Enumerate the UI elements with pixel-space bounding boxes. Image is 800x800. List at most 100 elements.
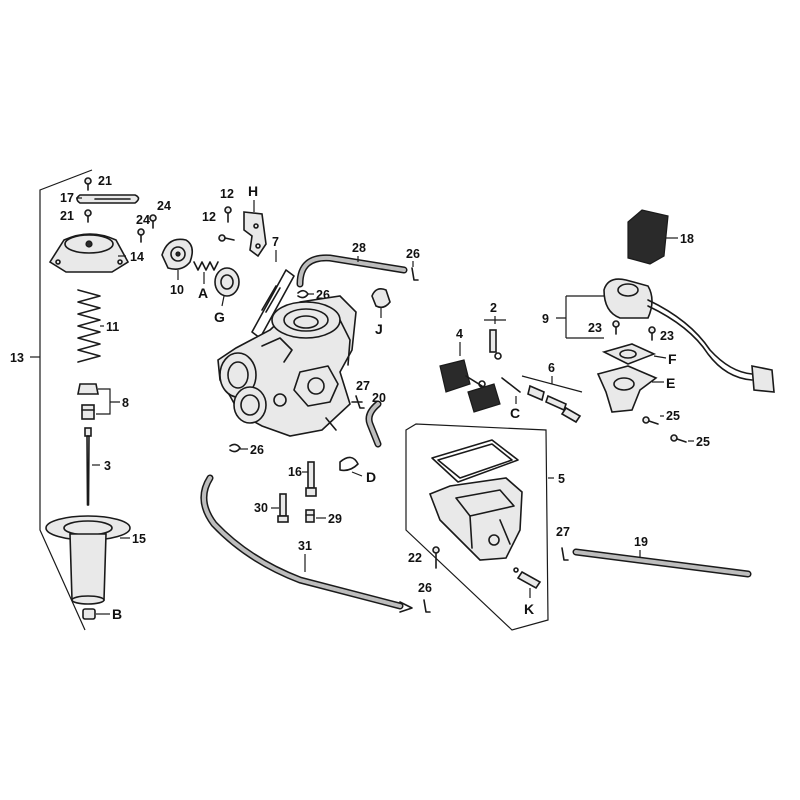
part-4-float	[439, 359, 501, 413]
leader-8	[96, 388, 120, 415]
label-16: 16	[288, 465, 302, 479]
part-G-cap	[214, 267, 240, 297]
part-19-overflow-tube	[572, 548, 752, 578]
part-23-screw-b	[648, 326, 656, 341]
part-8-needle-holder	[77, 383, 99, 420]
part-23-screw-a	[612, 320, 620, 335]
label-12-a: 12	[220, 187, 234, 201]
label-24-b: 24	[136, 213, 150, 227]
part-E-choke-holder	[596, 365, 658, 413]
label-26-left: 26	[250, 443, 264, 457]
label-29: 29	[328, 512, 342, 526]
part-16-adjust-screw	[305, 461, 317, 497]
part-31-drain-tube	[200, 474, 413, 613]
part-24-screw-b	[137, 228, 145, 243]
part-27-clip-carb	[355, 395, 365, 409]
label-17: 17	[60, 191, 74, 205]
leader-6	[521, 375, 583, 393]
label-25-b: 25	[696, 435, 710, 449]
part-2-float-valve	[489, 329, 502, 360]
part-10-throttle-drum	[161, 238, 194, 270]
label-J: J	[375, 321, 383, 337]
label-13: 13	[10, 351, 24, 365]
label-22: 22	[408, 551, 422, 565]
part-18-boot-cover	[627, 209, 669, 265]
label-D: D	[366, 469, 376, 485]
part-26-clip-bottom	[423, 599, 431, 613]
label-23-b: 23	[660, 329, 674, 343]
label-A: A	[198, 285, 208, 301]
label-24-a: 24	[157, 199, 171, 213]
label-26-tube: 26	[406, 247, 420, 261]
label-H: H	[248, 183, 258, 199]
label-5: 5	[558, 472, 565, 486]
part-12-screw-a	[224, 206, 232, 223]
part-H-bracket	[243, 211, 267, 258]
part-11-spring	[77, 289, 101, 363]
part-B-plug	[82, 608, 96, 620]
part-20-hose	[365, 400, 382, 448]
leader-G	[221, 295, 225, 307]
label-B: B	[112, 606, 122, 622]
label-18: 18	[680, 232, 694, 246]
label-F: F	[668, 351, 677, 367]
label-20: 20	[372, 391, 386, 405]
part-26-clip-tube	[411, 267, 419, 281]
label-30: 30	[254, 501, 268, 515]
part-26-clip-top	[297, 289, 309, 299]
part-25-screw-a	[642, 416, 659, 425]
label-6: 6	[548, 361, 555, 375]
label-28: 28	[352, 241, 366, 255]
part-30-jet	[277, 493, 289, 523]
label-8: 8	[122, 396, 129, 410]
part-6-main-jet-set	[527, 384, 582, 424]
part-26-clip-left	[229, 443, 241, 453]
label-21-top: 21	[98, 174, 112, 188]
part-float-chamber-gasket	[431, 439, 519, 483]
part-C-tube	[501, 377, 521, 393]
label-7: 7	[272, 235, 279, 249]
part-22-screw	[432, 546, 440, 569]
part-21-screw-top	[84, 177, 92, 191]
part-25-screw-b	[670, 434, 687, 443]
label-27-carb: 27	[356, 379, 370, 393]
leader-2	[484, 316, 506, 324]
part-29-pilot-jet	[305, 509, 315, 523]
label-14: 14	[130, 250, 144, 264]
label-G: G	[214, 309, 225, 325]
group-13-bracket	[39, 169, 93, 631]
label-K: K	[524, 601, 534, 617]
label-23-a: 23	[588, 321, 602, 335]
label-25-a: 25	[666, 409, 680, 423]
label-9: 9	[542, 312, 549, 326]
group-5-bracket	[405, 423, 549, 631]
part-carburetor-body	[217, 295, 363, 437]
part-21-screw-bottom	[84, 209, 92, 223]
leader-9	[556, 295, 604, 339]
label-27-right: 27	[556, 525, 570, 539]
label-11: 11	[106, 320, 119, 334]
leader-F	[653, 355, 667, 359]
part-A-spring	[193, 261, 219, 271]
part-28-vent-tube	[296, 254, 408, 288]
part-3-jet-needle	[84, 427, 92, 506]
part-K-drain-screw	[513, 567, 542, 590]
label-E: E	[666, 375, 675, 391]
label-10: 10	[170, 283, 184, 297]
label-15: 15	[132, 532, 146, 546]
label-3: 3	[104, 459, 111, 473]
part-12-screw-b	[218, 234, 235, 242]
label-31: 31	[298, 539, 312, 553]
part-float-chamber	[428, 477, 523, 561]
leader-D	[351, 471, 363, 477]
part-14-top-cover	[48, 233, 130, 273]
label-4: 4	[456, 327, 463, 341]
part-27-clip-right	[561, 547, 569, 561]
part-choke-connector	[751, 365, 775, 393]
part-J-clamp	[371, 288, 391, 309]
label-12-b: 12	[202, 210, 216, 224]
label-26-bottom: 26	[418, 581, 432, 595]
part-17-holder-plate	[76, 194, 140, 204]
label-19: 19	[634, 535, 648, 549]
